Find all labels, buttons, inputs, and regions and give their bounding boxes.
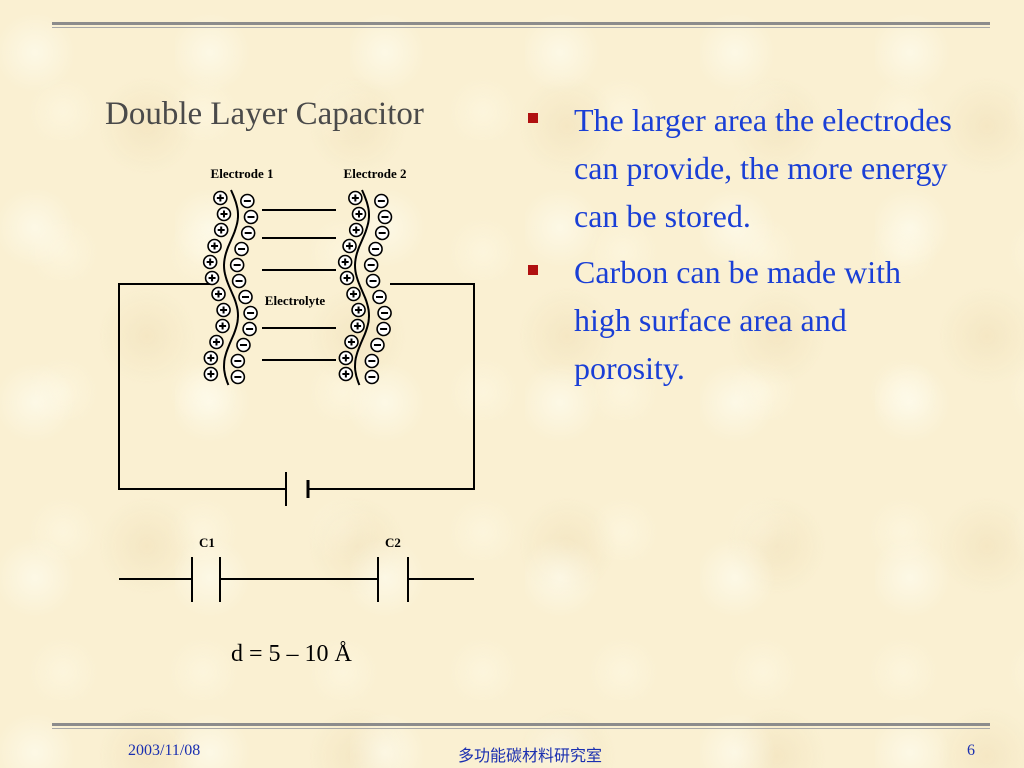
plus-charge-icon bbox=[348, 190, 363, 206]
electrode-1-label: Electrode 1 bbox=[211, 166, 274, 181]
wire-left bbox=[118, 283, 286, 490]
plus-charge-icon bbox=[202, 254, 218, 270]
plus-charge-icon bbox=[207, 238, 222, 254]
minus-charge-icon bbox=[240, 193, 255, 209]
minus-charge-icon bbox=[364, 369, 380, 385]
plus-charge-icon bbox=[350, 318, 365, 334]
plus-charge-icon bbox=[339, 270, 355, 286]
bullet-text: The larger area the electrodes can provi… bbox=[574, 102, 952, 234]
minus-charge-icon bbox=[240, 225, 256, 241]
minus-charge-icon bbox=[374, 225, 390, 241]
bullet-item: Carbon can be made with high surface are… bbox=[522, 248, 962, 392]
minus-charge-icon bbox=[230, 369, 246, 385]
charge-symbols bbox=[202, 190, 393, 385]
plus-charge-icon bbox=[213, 190, 228, 206]
plus-charge-icon bbox=[204, 270, 220, 286]
minus-charge-icon bbox=[368, 241, 383, 257]
minus-charge-icon bbox=[363, 257, 379, 273]
electrode-1-curve bbox=[222, 189, 240, 386]
c1-label: C1 bbox=[199, 535, 215, 550]
c2-label: C2 bbox=[385, 535, 401, 550]
bullet-text: Carbon can be made with high surface are… bbox=[574, 254, 901, 386]
capacitor-series-icon bbox=[119, 557, 474, 602]
electrolyte-label: Electrolyte bbox=[265, 293, 326, 308]
electrode-2-label: Electrode 2 bbox=[344, 166, 407, 181]
minus-charge-icon bbox=[365, 273, 381, 289]
minus-charge-icon bbox=[236, 337, 251, 353]
field-lines bbox=[262, 209, 336, 361]
plus-charge-icon bbox=[337, 254, 353, 270]
plus-charge-icon bbox=[213, 222, 229, 238]
wire-right bbox=[308, 283, 475, 490]
footer-date: 2003/11/08 bbox=[128, 742, 201, 759]
plus-charge-icon bbox=[351, 302, 366, 318]
slide-title: Double Layer Capacitor bbox=[105, 96, 424, 132]
plus-charge-icon bbox=[348, 222, 364, 238]
minus-charge-icon bbox=[374, 193, 389, 209]
plus-charge-icon bbox=[338, 366, 354, 382]
plus-charge-icon bbox=[216, 302, 231, 318]
plus-charge-icon bbox=[351, 206, 367, 222]
plus-charge-icon bbox=[215, 318, 230, 334]
distance-label: d = 5 – 10 Å bbox=[231, 641, 352, 667]
footer-page-number: 6 bbox=[967, 742, 975, 759]
square-bullet-icon bbox=[528, 265, 538, 275]
minus-charge-icon bbox=[231, 273, 247, 289]
square-bullet-icon bbox=[528, 113, 538, 123]
electrode-curves bbox=[222, 189, 371, 386]
plus-charge-icon bbox=[203, 366, 219, 382]
plus-charge-icon bbox=[344, 334, 359, 350]
bullet-item: The larger area the electrodes can provi… bbox=[522, 96, 962, 240]
minus-charge-icon bbox=[230, 353, 246, 369]
minus-charge-icon bbox=[234, 241, 249, 257]
minus-charge-icon bbox=[377, 209, 393, 225]
minus-charge-icon bbox=[372, 289, 387, 305]
plus-charge-icon bbox=[203, 350, 219, 366]
footer-organization: 多功能碳材料研究室 bbox=[458, 748, 603, 765]
plus-charge-icon bbox=[338, 350, 354, 366]
plus-charge-icon bbox=[342, 238, 357, 254]
circuit-wires bbox=[118, 283, 475, 490]
plus-charge-icon bbox=[211, 286, 226, 302]
minus-charge-icon bbox=[238, 289, 253, 305]
minus-charge-icon bbox=[243, 305, 258, 321]
plus-charge-icon bbox=[346, 286, 361, 302]
bottom-rule bbox=[52, 723, 990, 729]
minus-charge-icon bbox=[376, 321, 391, 337]
plus-charge-icon bbox=[216, 206, 232, 222]
minus-charge-icon bbox=[243, 209, 259, 225]
minus-charge-icon bbox=[364, 353, 380, 369]
minus-charge-icon bbox=[242, 321, 257, 337]
minus-charge-icon bbox=[370, 337, 385, 353]
bullet-list: The larger area the electrodes can provi… bbox=[522, 96, 962, 400]
minus-charge-icon bbox=[229, 257, 245, 273]
electrode-2-curve bbox=[353, 189, 371, 386]
plus-charge-icon bbox=[209, 334, 224, 350]
minus-charge-icon bbox=[377, 305, 392, 321]
battery-icon bbox=[285, 472, 310, 506]
top-rule bbox=[52, 22, 990, 28]
